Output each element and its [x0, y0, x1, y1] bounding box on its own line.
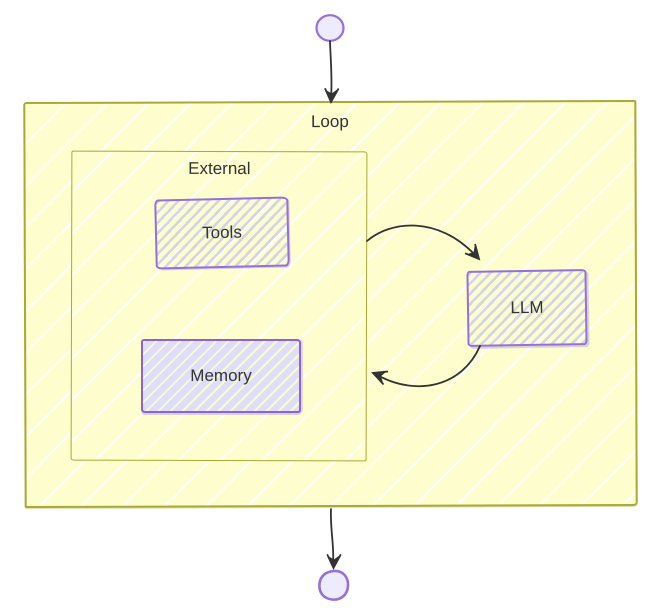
- arrowhead-loop-end: [326, 554, 342, 571]
- node-tools-label: Tools: [201, 222, 243, 243]
- edge-loop-end: [329, 508, 335, 564]
- node-tools: Tools: [154, 196, 290, 270]
- node-external-label: External: [188, 158, 251, 179]
- node-llm-label: LLM: [510, 297, 544, 318]
- edge-start-loop: [329, 40, 333, 98]
- node-llm: LLM: [466, 269, 588, 347]
- end-node: [318, 569, 350, 601]
- node-memory-label: Memory: [190, 366, 252, 385]
- start-node: [315, 14, 345, 42]
- node-memory: Memory: [141, 339, 301, 413]
- node-loop-label: Loop: [310, 111, 349, 132]
